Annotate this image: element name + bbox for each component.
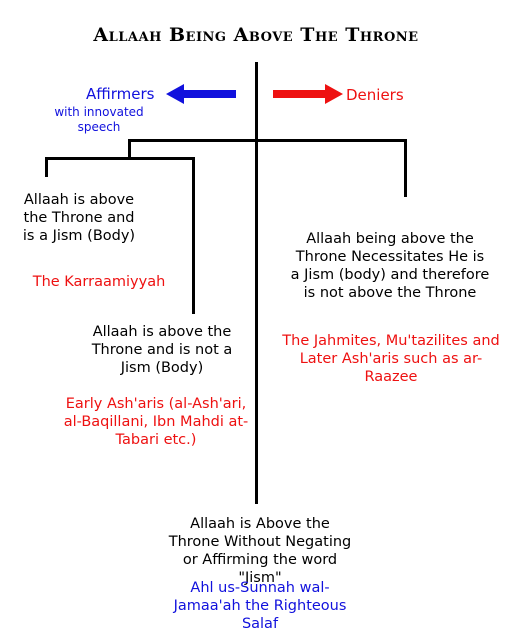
karraamiyyah-group: The Karraamiyyah xyxy=(32,274,166,290)
deniers-statement: Allaah being above the Throne Necessitat… xyxy=(290,231,490,301)
deniers-group: The Jahmites, Mu'tazilites and Later Ash… xyxy=(282,333,500,385)
branch-drop-deniers xyxy=(404,139,407,197)
branch-drop-karraamiyyah xyxy=(45,157,48,177)
karraamiyyah-statement: Allaah is above the Throne and is a Jism… xyxy=(22,192,136,244)
ahl-sunnah-statement: Allaah is Above the Throne Without Negat… xyxy=(168,516,352,586)
branch-horizontal-top xyxy=(128,139,257,142)
early-asharis-statement: Allaah is above the Throne and is not a … xyxy=(91,324,233,376)
early-asharis-group: Early Ash'aris (al-Ash'ari, al-Baqillani… xyxy=(63,396,249,448)
deniers-label: Deniers xyxy=(346,86,404,104)
branch-horizontal-right xyxy=(255,139,407,142)
branch-vertical-split xyxy=(128,139,131,159)
left-arrow-icon xyxy=(166,84,236,104)
central-divider xyxy=(255,62,258,504)
affirmers-label: Affirmers xyxy=(86,85,155,103)
affirmers-subtitle: with innovated speech xyxy=(54,105,144,134)
branch-drop-early-asharis xyxy=(192,157,195,314)
diagram-title: Allaah Being Above The Throne xyxy=(93,24,419,46)
right-arrow-icon xyxy=(273,84,343,104)
ahl-sunnah-group: Ahl us-Sunnah wal-Jamaa'ah the Righteous… xyxy=(173,580,347,632)
branch-horizontal-left xyxy=(45,157,195,160)
